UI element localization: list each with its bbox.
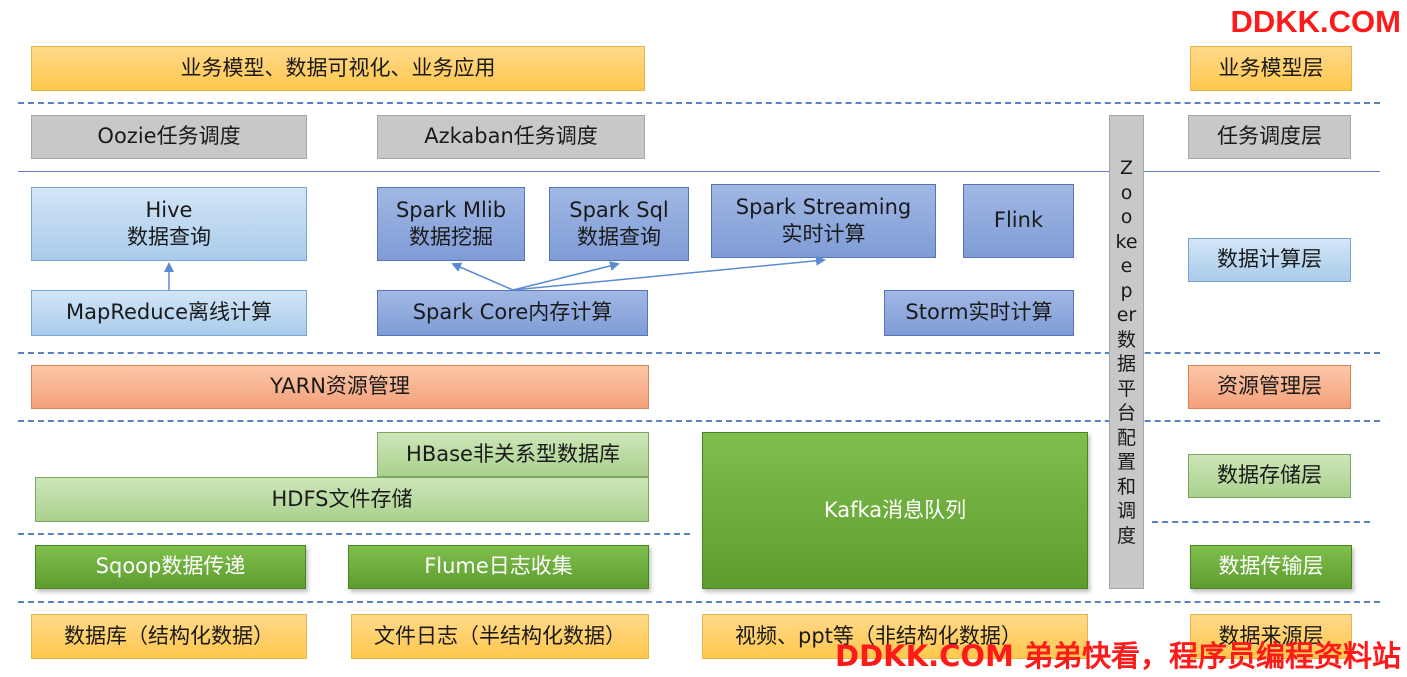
azkaban-box: Azkaban任务调度 [377, 115, 645, 159]
layer-label-source: 数据来源层 [1190, 614, 1352, 659]
sqoop-box: Sqoop数据传递 [35, 545, 306, 589]
core-to-streaming-arrow [512, 255, 826, 291]
kafka-box: Kafka消息队列 [702, 432, 1088, 589]
watermark-top: DDKK.COM [1230, 4, 1402, 39]
watermark-bottom: DDKK.COM 弟弟快看，程序员编程资料站 [835, 639, 1401, 673]
spark-core-box: Spark Core内存计算 [377, 290, 648, 336]
flume-box: Flume日志收集 [348, 545, 649, 589]
yarn-box: YARN资源管理 [31, 365, 649, 409]
separator-scheduling [18, 171, 1380, 172]
storm-box: Storm实时计算 [884, 290, 1074, 336]
spark-sql-box: Spark Sql 数据查询 [549, 187, 689, 261]
separator-storage-right [1152, 521, 1370, 523]
mapreduce-box: MapReduce离线计算 [31, 290, 307, 336]
source-unstructured-box: 视频、ppt等（非结构化数据） [702, 614, 1088, 659]
core-to-mlib-arrow [451, 262, 514, 291]
source-file-log-box: 文件日志（半结构化数据） [351, 614, 649, 659]
layer-label-scheduling: 任务调度层 [1188, 115, 1351, 159]
hdfs-box: HDFS文件存储 [35, 477, 649, 522]
business-model-box: 业务模型、数据可视化、业务应用 [31, 46, 645, 91]
separator-business [18, 102, 1380, 104]
separator-transport [18, 601, 1380, 603]
flink-box: Flink [963, 184, 1074, 258]
separator-resource [18, 420, 1380, 422]
layer-label-transport: 数据传输层 [1190, 545, 1352, 589]
hbase-box: HBase非关系型数据库 [377, 432, 649, 477]
oozie-box: Oozie任务调度 [31, 115, 307, 159]
spark-mlib-box: Spark Mlib 数据挖掘 [377, 187, 525, 261]
separator-compute [18, 352, 1380, 354]
source-database-box: 数据库（结构化数据） [31, 614, 307, 659]
core-to-sql-arrow [512, 261, 620, 291]
layer-label-resource: 资源管理层 [1188, 365, 1351, 409]
spark-streaming-box: Spark Streaming 实时计算 [711, 184, 936, 258]
layer-label-storage: 数据存储层 [1188, 454, 1351, 498]
layer-label-compute: 数据计算层 [1188, 238, 1351, 282]
separator-storage-left [18, 533, 690, 535]
zookeeper-bar: Zookeeper数据平台配置和调度 [1109, 115, 1144, 589]
layer-label-business: 业务模型层 [1190, 46, 1352, 91]
hive-box: Hive 数据查询 [31, 187, 307, 261]
